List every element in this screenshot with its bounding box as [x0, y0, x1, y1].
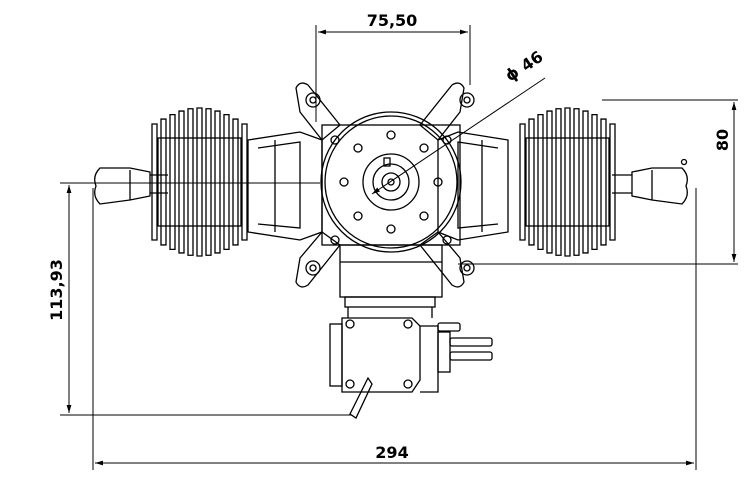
mount-ear-top-right [419, 82, 475, 141]
cooling-fin [196, 107, 203, 257]
dim-top-width: 75,50 [367, 11, 418, 30]
cooling-fin [609, 123, 616, 241]
cooling-fin [546, 110, 553, 254]
cooling-fin [205, 108, 212, 256]
cylinder-barrel [157, 137, 242, 227]
cooling-fin [160, 118, 167, 246]
engine-outline [94, 82, 688, 419]
cooling-fin [537, 113, 544, 251]
cooling-fin [564, 107, 571, 257]
mount-ear-bottom-right [419, 231, 475, 288]
prop-flange [320, 111, 462, 253]
dim-diameter-symbol: ϕ [501, 62, 522, 85]
carb-adapter [339, 244, 443, 318]
dim-right-height: 80 [713, 129, 732, 151]
cooling-fin [169, 113, 176, 251]
dim-diameter: 46 [517, 47, 546, 75]
mount-ear-top-left [295, 82, 341, 141]
right-cylinder [519, 107, 616, 257]
right-spark-plug [612, 158, 688, 205]
cooling-fin [223, 113, 230, 251]
dim-total-width: 294 [375, 443, 408, 462]
carburetor [329, 317, 493, 419]
dim-left-height: 113,93 [47, 259, 66, 321]
cooling-fin [573, 108, 580, 256]
right-cylinder-base [437, 131, 509, 241]
cooling-fin [187, 108, 194, 256]
dimension-lines [60, 25, 738, 470]
left-cylinder [151, 107, 248, 257]
cooling-fin [151, 123, 158, 241]
left-cylinder-base [247, 131, 323, 241]
cooling-fin [600, 118, 607, 246]
mount-ear-bottom-left [295, 231, 341, 288]
cylinder-barrel [525, 137, 610, 227]
left-spark-plug [94, 167, 168, 205]
cooling-fin [555, 108, 562, 256]
cooling-fin [591, 113, 598, 251]
cooling-fin [519, 123, 526, 241]
cooling-fin [232, 118, 239, 246]
cooling-fin [241, 123, 248, 241]
cooling-fin [178, 110, 185, 254]
cooling-fin [582, 110, 589, 254]
cooling-fin [214, 110, 221, 254]
cooling-fin [528, 118, 535, 246]
